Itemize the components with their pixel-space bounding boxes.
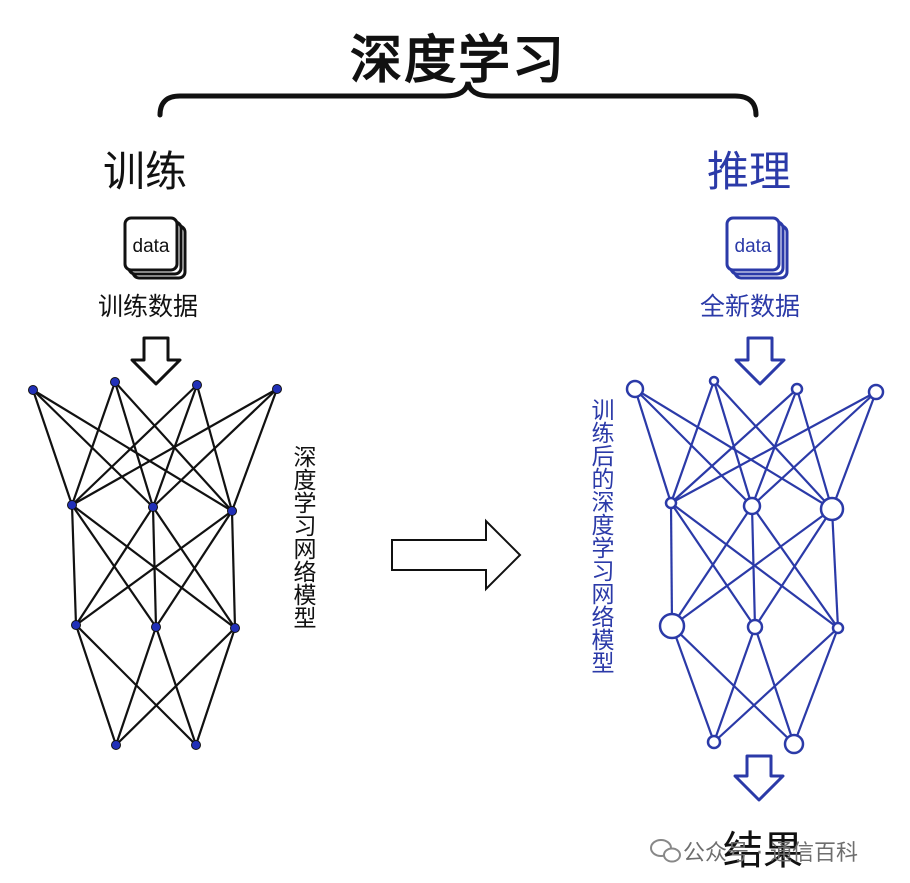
network-edge: [713, 380, 833, 510]
network-edge: [114, 626, 158, 746]
down-arrow-icon: [733, 754, 785, 802]
network-edge: [194, 627, 237, 746]
network-edge: [670, 388, 798, 504]
network-edge: [669, 502, 674, 627]
network-edge: [230, 388, 279, 512]
network-node: [230, 623, 240, 633]
network-edge: [71, 388, 278, 506]
network-edge: [671, 625, 795, 745]
network-node: [706, 734, 722, 750]
network-edge: [670, 391, 877, 504]
network-node: [148, 502, 158, 512]
network-edge: [32, 389, 154, 508]
network-node: [831, 621, 845, 635]
network-edge: [669, 380, 716, 504]
network-edge: [70, 381, 117, 506]
wechat-icon: [650, 839, 681, 863]
network-edge: [75, 506, 154, 626]
network-node: [192, 380, 202, 390]
network-node: [867, 383, 885, 401]
network-edge: [152, 388, 278, 508]
data-icon-label: data: [735, 236, 772, 257]
trained-model-label: 训练后的深度学习网络模型: [587, 398, 613, 674]
network-node: [191, 740, 201, 750]
network-node: [790, 382, 804, 396]
network-edge: [32, 389, 233, 512]
training-data-caption: 训练数据: [98, 292, 199, 321]
network-edge: [754, 508, 833, 628]
network-node: [28, 385, 38, 395]
network-node: [742, 496, 762, 516]
network-node: [272, 384, 282, 394]
network-node: [71, 620, 81, 630]
network-node: [151, 622, 161, 632]
network-edge: [115, 627, 236, 746]
right-arrow-icon: [391, 518, 522, 592]
network-edge: [670, 625, 716, 743]
data-card-icon: data: [123, 216, 187, 280]
network-edge: [71, 384, 198, 506]
network-edge: [155, 510, 233, 628]
training-model-label: 深度学习网络模型: [289, 445, 315, 629]
network-node: [664, 496, 678, 510]
network-node: [708, 375, 720, 387]
network-edge: [671, 505, 753, 627]
network-edge: [830, 508, 840, 629]
watermark-text: 公众号 · 通信百科: [683, 841, 858, 866]
network-edge: [712, 380, 754, 507]
network-edge: [74, 624, 118, 746]
network-edge: [70, 504, 78, 626]
network-node: [783, 733, 805, 755]
down-arrow-icon: [734, 336, 786, 386]
network-node: [819, 496, 845, 522]
network-edge: [751, 391, 877, 507]
network-node: [110, 377, 120, 387]
new-data-caption: 全新数据: [700, 292, 801, 321]
network-node: [227, 506, 237, 516]
network-edge: [634, 388, 753, 507]
trained-network: [625, 375, 885, 755]
network-node: [67, 500, 77, 510]
network-node: [625, 379, 645, 399]
network-edge: [634, 388, 833, 510]
network-edge: [712, 626, 757, 743]
result-label: 结果: [723, 828, 803, 874]
network-edge: [830, 391, 878, 510]
network-edge: [713, 627, 839, 743]
network-edge: [792, 627, 840, 745]
network-edge: [31, 389, 74, 506]
network-edge: [75, 510, 233, 626]
network-edge: [633, 388, 673, 504]
training-heading: 训练: [103, 147, 188, 196]
network-node: [658, 612, 686, 640]
data-icon-label: data: [133, 236, 170, 257]
network-node: [746, 618, 764, 636]
down-arrow-icon: [130, 336, 182, 386]
training-network: [28, 377, 282, 750]
inference-heading: 推理: [707, 147, 792, 196]
network-node: [111, 740, 121, 750]
data-card-icon: data: [725, 216, 789, 280]
brace: [157, 81, 759, 118]
page-title: 深度学习: [350, 31, 567, 91]
network-edge: [671, 508, 833, 627]
network-edge: [230, 510, 237, 629]
